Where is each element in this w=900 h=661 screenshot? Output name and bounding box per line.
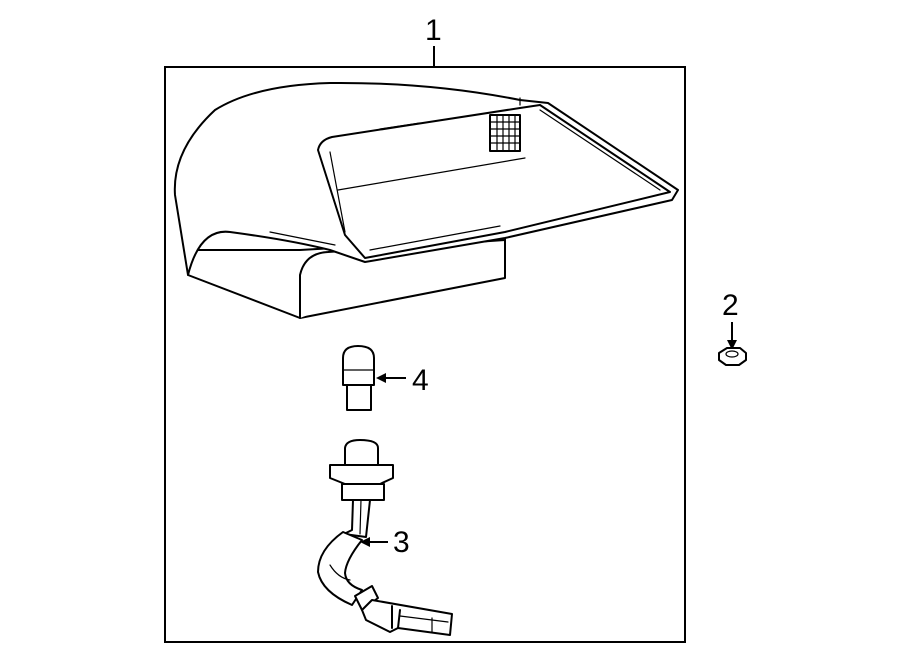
socket-harness-icon[interactable]: [317, 439, 453, 636]
hex-nut-icon[interactable]: [718, 347, 747, 366]
callout-3-label[interactable]: 3: [393, 526, 410, 559]
callout-1-label[interactable]: 1: [425, 14, 442, 47]
callout-4-label[interactable]: 4: [412, 364, 429, 397]
bulb-icon[interactable]: [342, 345, 375, 411]
callout-2-arrowhead: [727, 340, 737, 350]
lamp-assembly-icon[interactable]: [173, 81, 679, 319]
callout-4-arrowhead: [376, 373, 386, 383]
callout-3-arrowhead: [360, 537, 370, 547]
assembly-frame: [164, 66, 686, 643]
callout-2-label[interactable]: 2: [722, 289, 739, 322]
